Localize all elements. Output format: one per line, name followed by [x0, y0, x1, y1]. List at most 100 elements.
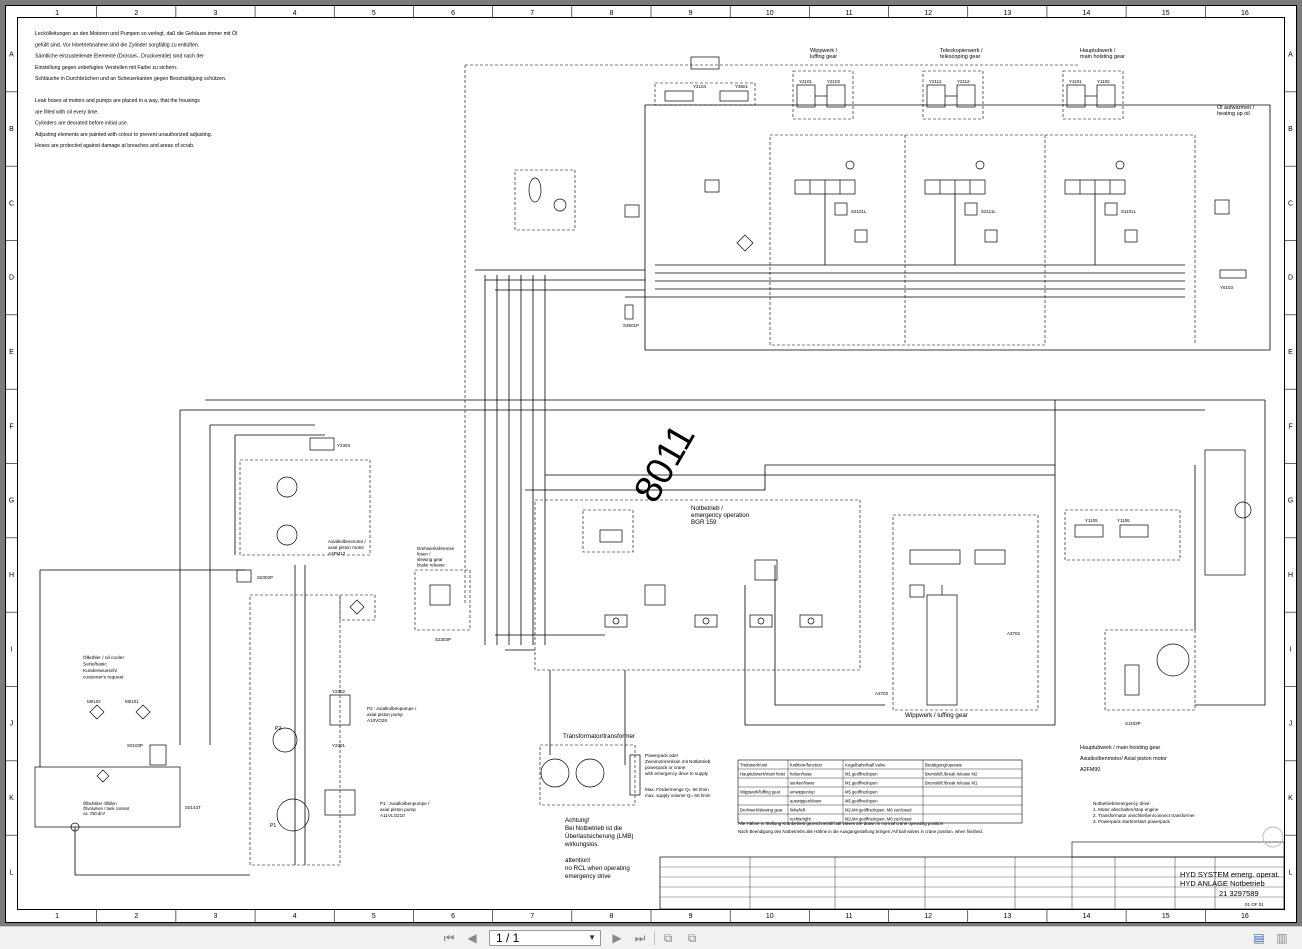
hoist-motor-label: Hauptubwerk / main hoisting gear	[1080, 745, 1161, 751]
title-en: HYD SYSTEM emerg. operat.	[1180, 870, 1280, 879]
title-frame	[659, 856, 1285, 910]
table-frame	[737, 759, 1023, 824]
gear-title: Wippwerk /	[810, 48, 838, 54]
note-en: Hoses are protected against damage at br…	[35, 143, 194, 149]
pilot-valve	[826, 84, 846, 108]
row-label: I	[1290, 646, 1292, 653]
emergency-pump-block	[1204, 449, 1246, 576]
table-cell: senken/lower	[790, 780, 815, 785]
table-header: Triebwerk/unit	[740, 762, 768, 767]
valve-label: A3702	[1007, 631, 1021, 636]
heating-solenoid	[1219, 269, 1247, 279]
cooler	[89, 704, 105, 720]
column-label: 10	[766, 913, 774, 920]
row-label: D	[9, 275, 14, 282]
slewing-group	[239, 459, 371, 556]
separator	[654, 931, 655, 945]
pilot-valve	[324, 789, 356, 816]
powerpack-spec: max. supply volume Q= 60 l/min	[645, 793, 711, 798]
single-page-icon: ▤	[1253, 931, 1265, 945]
valve-label: Y2301	[332, 743, 346, 748]
solenoid-valve	[1074, 524, 1104, 538]
brake-label: lösen /	[417, 552, 431, 557]
row-label: C	[9, 200, 14, 207]
emergency-drive-label: 1. Motor abschalten/stop engine	[1093, 807, 1159, 812]
row-label: F	[1288, 423, 1292, 430]
table-header: Kugelhahn/ball valve	[845, 762, 886, 767]
achtung-note: emergency drive	[565, 873, 611, 880]
achtung-note: wirkungslos.	[564, 841, 599, 848]
valve-label: A3703	[875, 691, 889, 696]
stamp-seal	[1262, 826, 1284, 848]
directional-valve	[909, 549, 961, 565]
valve-label: Y1102	[1097, 79, 1110, 84]
column-label: 5	[372, 10, 376, 17]
hoist-motor-label: Axialkolbenmotor/ Axial piston motor	[1080, 756, 1167, 762]
single-page-view-button[interactable]: ▤	[1251, 930, 1267, 946]
solenoid-valve	[309, 437, 335, 451]
sensor-label: S2111L	[981, 209, 996, 214]
transformer-label: Transformator/transformer	[563, 733, 635, 740]
pump-p2	[272, 727, 298, 753]
valve-label: Y1101	[1069, 79, 1082, 84]
pdf-toolbar: ⏮ ◀ 1 / 1▼ ▶ ⏭ ⧉ ⧉ ▤ ▥	[0, 926, 1302, 949]
emergency-label: Notbetrieb /	[691, 505, 723, 512]
column-label: 5	[372, 913, 376, 920]
emergency-drive-label: 3. Powerpack starten/start powerpack	[1093, 819, 1171, 824]
pilot-valve-group	[1062, 70, 1124, 120]
first-page-button[interactable]: ⏮	[441, 930, 457, 946]
copy-button[interactable]: ⧉	[660, 930, 676, 946]
oil-cooler-label: Kundenwunsch/	[83, 668, 118, 674]
page-select[interactable]: 1 / 1▼	[489, 930, 601, 946]
filter	[736, 234, 754, 252]
emergency-box	[534, 499, 861, 671]
gear-title: luffing gear	[810, 54, 837, 60]
row-label: E	[1288, 349, 1293, 356]
emergency-drive-label: 2. Transformator anschließen/connect tra…	[1093, 813, 1195, 818]
gear-title: Öl aufwärmen /	[1217, 104, 1255, 111]
note-de: Leckölleitungen an den Motoren und Pumpe…	[35, 30, 237, 37]
next-page-button[interactable]: ▶	[609, 930, 625, 946]
column-label: 2	[134, 913, 138, 920]
table-cell: Bremslüft./break release M2	[925, 771, 978, 776]
sheet-number: 01 OF 01	[1245, 902, 1264, 907]
sensor-label: S2101L	[851, 209, 867, 214]
row-label: L	[10, 869, 14, 876]
valve-label: Y2112	[957, 79, 970, 84]
row-label: B	[9, 126, 14, 133]
slewing-motor	[276, 524, 298, 546]
emergency-pump	[1234, 501, 1252, 519]
ball-valve	[694, 614, 718, 628]
row-label: J	[10, 721, 14, 728]
tank-label: ca. 750 dm³	[83, 811, 106, 816]
prev-page-button[interactable]: ◀	[464, 930, 480, 946]
ball-valve	[604, 614, 628, 628]
note-en: Leak hoses at motors and pumps are place…	[35, 98, 200, 104]
luffing-cylinder	[926, 594, 958, 706]
chevron-down-icon: ▼	[588, 933, 596, 942]
table-cell: M1 geöffnet/open	[845, 780, 878, 785]
transformer-motor	[540, 758, 570, 788]
luffing-label: Wippwerk / luffing gear	[905, 712, 968, 719]
achtung-note: no RCL when operating	[565, 865, 630, 872]
transformer-pump	[575, 758, 605, 788]
pressure-sensor	[834, 202, 848, 216]
column-label: 15	[1162, 10, 1170, 17]
table-cell: einwippen/up	[790, 789, 815, 794]
column-label: 14	[1083, 10, 1091, 17]
tank-label: Ölbehälter ölfüllen	[83, 801, 117, 806]
pressure-switch	[624, 304, 634, 320]
title-block: HYD SYSTEM emerg. operat.HYD ANLAGE Notb…	[659, 826, 1285, 910]
brake-group	[414, 569, 471, 631]
ball	[612, 617, 620, 625]
paste-button[interactable]: ⧉	[684, 930, 700, 946]
continuous-view-button[interactable]: ▥	[1274, 930, 1290, 946]
valve-label: Y1105	[1085, 518, 1098, 523]
pressure-gauge	[1115, 160, 1125, 170]
sensor-label: S0143T	[185, 805, 201, 810]
last-page-button[interactable]: ⏭	[632, 930, 648, 946]
hoist-motor-label: A2FM90	[1080, 767, 1100, 773]
pump-p1-label: P1 : Axialkolbenpumpe /	[380, 801, 430, 806]
emergency-label: emergency operation	[691, 512, 750, 519]
